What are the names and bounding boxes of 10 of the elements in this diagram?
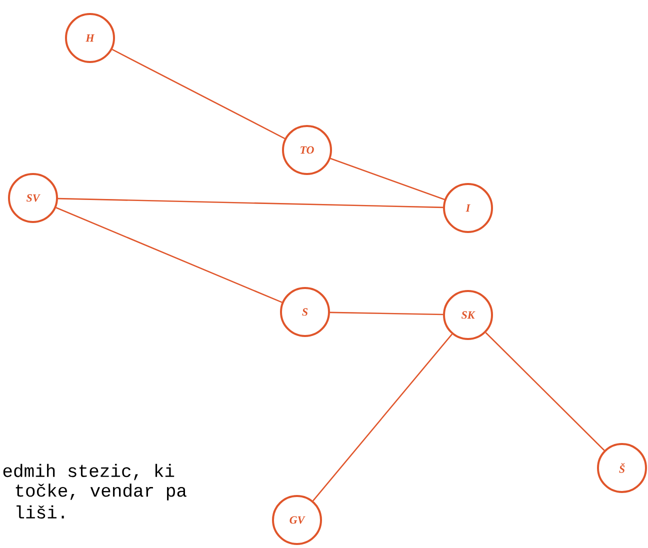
text-line: točke, vendar pa — [16, 484, 186, 500]
connector-line — [485, 332, 605, 451]
connector-line — [56, 207, 282, 303]
connector-line — [330, 158, 445, 200]
connector-line — [112, 48, 286, 140]
connector-line — [58, 198, 444, 208]
connector-line — [312, 334, 452, 502]
text-line: edmih stezic, ki — [3, 464, 174, 480]
text-line: liši. — [16, 505, 64, 519]
connector-line — [330, 312, 444, 316]
